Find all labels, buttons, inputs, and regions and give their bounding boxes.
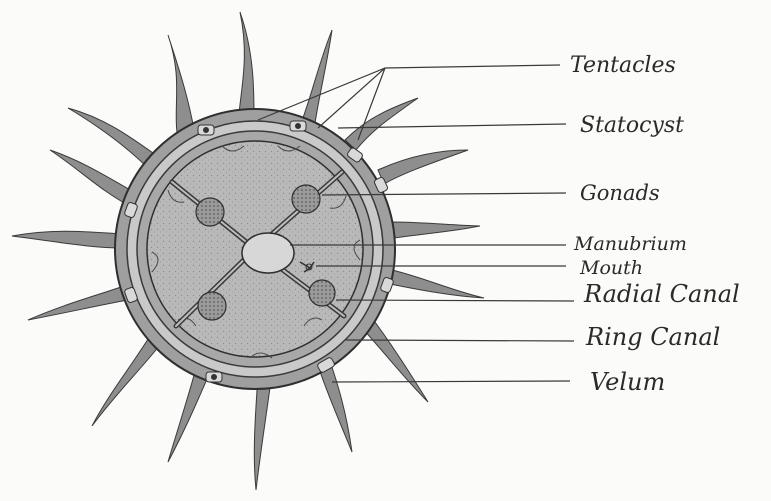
tentacle (168, 368, 210, 462)
leader-tentacles (385, 65, 560, 68)
label-gonads: Gonads (580, 181, 660, 205)
tentacle (92, 336, 160, 426)
leader-velum (332, 381, 570, 382)
label-velum: Velum (590, 368, 665, 396)
statocyst-dot (296, 124, 301, 129)
label-radial-canal: Radial Canal (583, 280, 740, 308)
statocyst-dot (204, 128, 209, 133)
statocyst-dot (212, 375, 217, 380)
tentacle (50, 150, 134, 205)
label-ring-canal: Ring Canal (585, 323, 720, 351)
gonad (196, 198, 224, 226)
gonad (292, 185, 320, 213)
tentacle (378, 150, 468, 184)
tentacle (345, 98, 418, 150)
tentacle (392, 222, 480, 238)
tentacle (300, 30, 332, 130)
label-tentacles: Tentacles (570, 53, 676, 78)
tentacle (362, 318, 428, 402)
tentacle (28, 286, 128, 320)
label-statocyst: Statocyst (580, 113, 684, 138)
tentacle (390, 270, 484, 298)
label-manubrium: Manubrium (573, 233, 687, 255)
gonad (198, 292, 226, 320)
gonad (309, 280, 335, 306)
label-mouth: Mouth (579, 257, 643, 279)
manubrium (242, 233, 294, 273)
tentacle (12, 231, 122, 248)
